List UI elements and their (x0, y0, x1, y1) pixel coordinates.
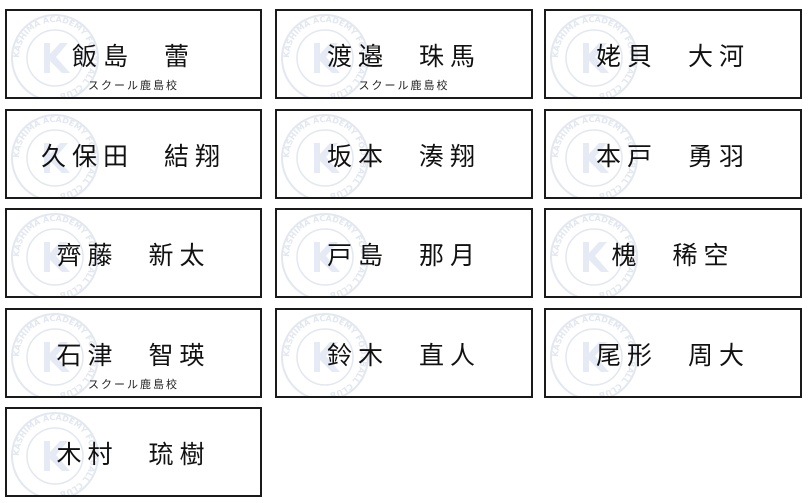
name-card: KASHIMA ACADEMY FOOTBALL CLUB 飯島 蕾 スクール鹿島… (5, 9, 262, 99)
club-emblem-watermark: KASHIMA ACADEMY FOOTBALL CLUB (11, 313, 99, 396)
club-emblem-watermark: KASHIMA ACADEMY FOOTBALL CLUB (281, 114, 369, 197)
name-card: KASHIMA ACADEMY FOOTBALL CLUB 鈴木 直人 (275, 308, 533, 398)
name-card: KASHIMA ACADEMY FOOTBALL CLUB 木村琉樹 (5, 407, 262, 497)
given-name: 勇羽 (688, 142, 751, 171)
club-emblem-watermark: KASHIMA ACADEMY FOOTBALL CLUB (550, 313, 638, 396)
player-name: 石津智瑛 (7, 336, 260, 372)
club-emblem-watermark: KASHIMA ACADEMY FOOTBALL CLUB (550, 114, 638, 197)
player-name: 尾形 周大 (546, 336, 800, 372)
given-name: 琉樹 (148, 440, 211, 469)
club-emblem-watermark: KASHIMA ACADEMY FOOTBALL CLUB (550, 213, 638, 296)
given-name: 直人 (419, 341, 482, 370)
given-name: 智瑛 (148, 341, 211, 370)
player-name: 久保田 結翔 (7, 137, 260, 173)
club-emblem-watermark: KASHIMA ACADEMY FOOTBALL CLUB (281, 14, 369, 97)
club-emblem-watermark: KASHIMA ACADEMY FOOTBALL CLUB (550, 14, 638, 97)
family-name: 槐 (611, 241, 643, 270)
name-card: KASHIMA ACADEMY FOOTBALL CLUB 槐稀空 (544, 208, 802, 298)
school-label: スクール鹿島校 (88, 378, 179, 391)
name-card: KASHIMA ACADEMY FOOTBALL CLUB 姥貝 大河 (544, 9, 802, 99)
family-name: 姥貝 (595, 42, 658, 71)
name-card: KASHIMA ACADEMY FOOTBALL CLUB 齊藤新太 (5, 208, 262, 298)
name-card: KASHIMA ACADEMY FOOTBALL CLUB 戸島 那月 (275, 208, 533, 298)
given-name: 大河 (688, 42, 751, 71)
given-name: 蕾 (164, 42, 196, 71)
family-name: 鈴木 (326, 341, 389, 370)
player-name: 槐稀空 (546, 236, 800, 272)
player-name: 齊藤新太 (7, 236, 260, 272)
club-emblem-watermark: KASHIMA ACADEMY FOOTBALL CLUB (11, 114, 99, 197)
family-name: 久保田 (40, 142, 134, 171)
family-name: 戸島 (326, 241, 389, 270)
player-name: 鈴木 直人 (277, 336, 531, 372)
name-card: KASHIMA ACADEMY FOOTBALL CLUB 尾形 周大 (544, 308, 802, 398)
family-name: 石津 (56, 341, 119, 370)
club-emblem-watermark: KASHIMA ACADEMY FOOTBALL CLUB (281, 213, 369, 296)
player-name: 戸島 那月 (277, 236, 531, 272)
name-card: KASHIMA ACADEMY FOOTBALL CLUB 石津智瑛 スクール鹿… (5, 308, 262, 398)
player-name: 姥貝 大河 (546, 37, 800, 73)
given-name: 新太 (148, 241, 211, 270)
club-emblem-watermark: KASHIMA ACADEMY FOOTBALL CLUB (281, 313, 369, 396)
family-name: 坂本 (326, 142, 389, 171)
name-card: KASHIMA ACADEMY FOOTBALL CLUB 本戸 勇羽 (544, 109, 802, 199)
club-emblem-watermark: KASHIMA ACADEMY FOOTBALL CLUB (11, 412, 99, 495)
given-name: 周大 (688, 341, 751, 370)
family-name: 飯島 (71, 42, 134, 71)
club-emblem-watermark: KASHIMA ACADEMY FOOTBALL CLUB (11, 14, 99, 97)
name-card: KASHIMA ACADEMY FOOTBALL CLUB 久保田 結翔 (5, 109, 262, 199)
school-label: スクール鹿島校 (358, 79, 450, 92)
given-name: 結翔 (164, 142, 227, 171)
club-emblem-watermark: KASHIMA ACADEMY FOOTBALL CLUB (11, 213, 99, 296)
name-card: KASHIMA ACADEMY FOOTBALL CLUB 渡邉 珠馬 スクール鹿… (275, 9, 533, 99)
family-name: 木村 (56, 440, 119, 469)
school-label: スクール鹿島校 (88, 79, 179, 92)
player-name: 木村琉樹 (7, 435, 260, 471)
family-name: 渡邉 (326, 42, 389, 71)
player-name: 坂本 湊翔 (277, 137, 531, 173)
family-name: 齊藤 (56, 241, 119, 270)
given-name: 稀空 (672, 241, 735, 270)
given-name: 湊翔 (419, 142, 482, 171)
family-name: 本戸 (595, 142, 658, 171)
player-name: 渡邉 珠馬 (277, 37, 531, 73)
given-name: 珠馬 (419, 42, 482, 71)
family-name: 尾形 (595, 341, 658, 370)
name-card: KASHIMA ACADEMY FOOTBALL CLUB 坂本 湊翔 (275, 109, 533, 199)
player-name: 本戸 勇羽 (546, 137, 800, 173)
given-name: 那月 (419, 241, 482, 270)
player-name: 飯島 蕾 (7, 37, 260, 73)
